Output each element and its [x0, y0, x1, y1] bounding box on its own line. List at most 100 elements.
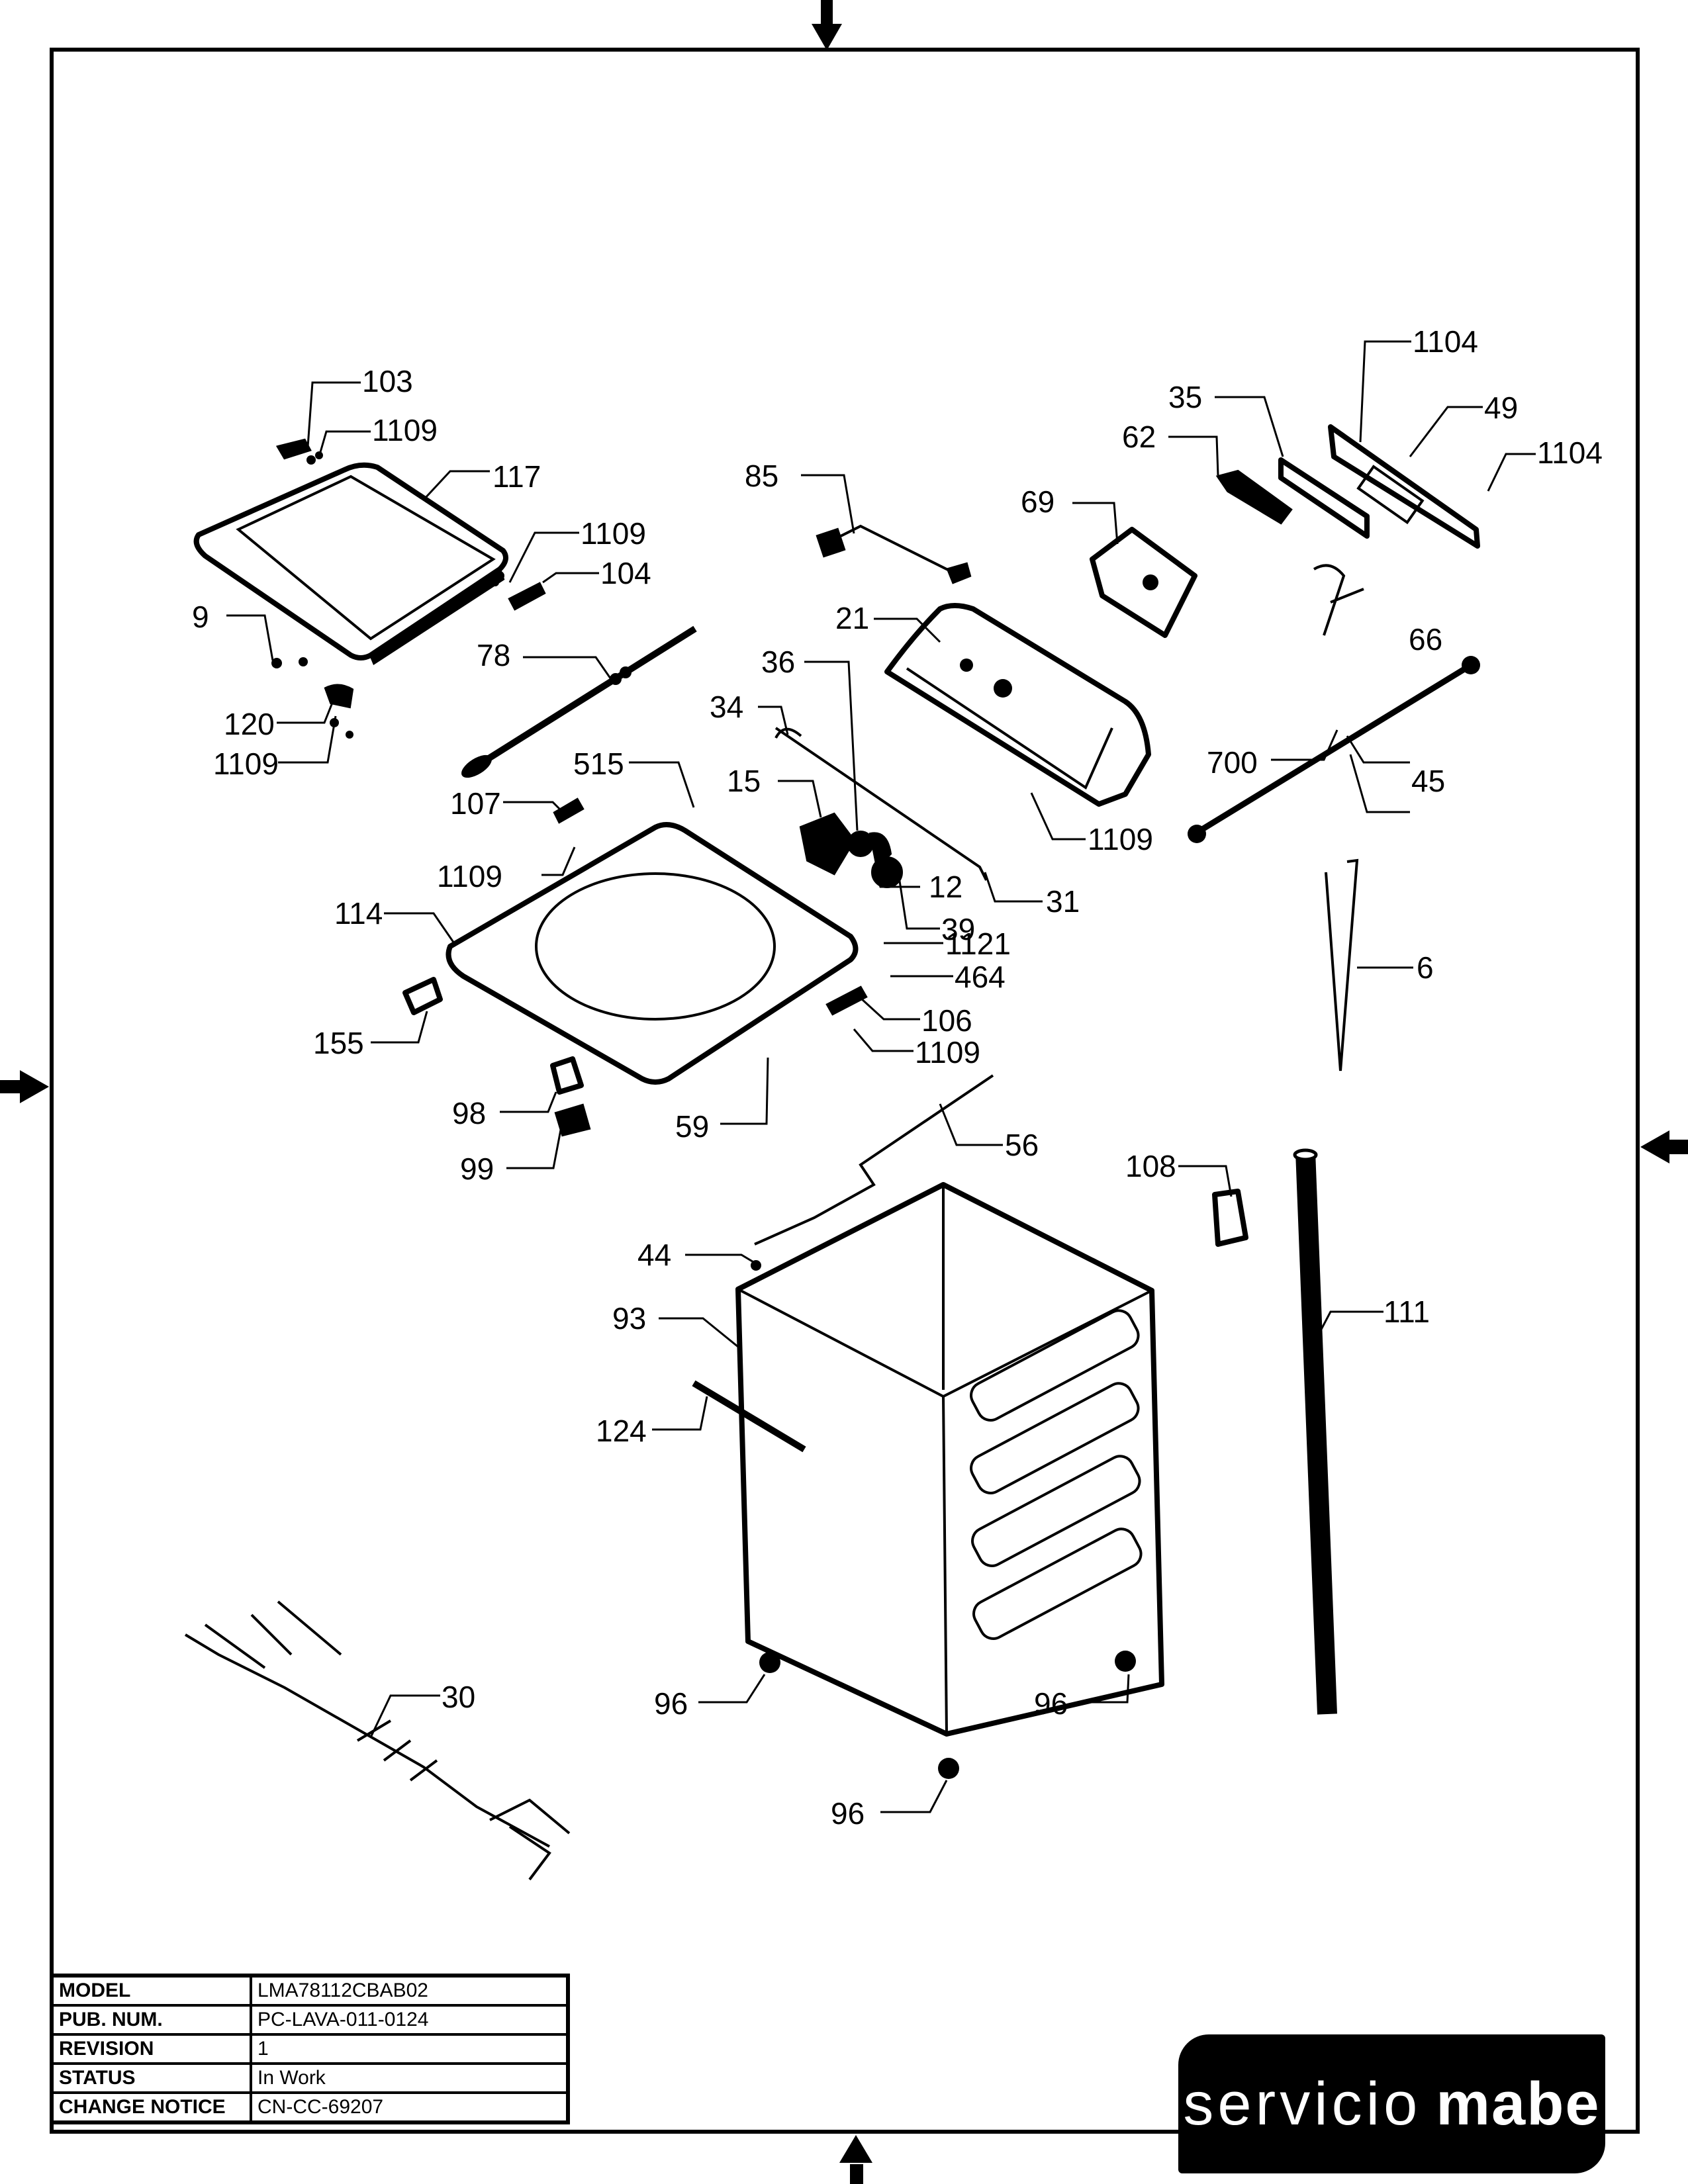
svg-text:15: 15: [727, 764, 761, 798]
callout-124[interactable]: 124: [596, 1396, 708, 1448]
callout-1109[interactable]: 1109: [853, 1028, 980, 1069]
callout-66[interactable]: 66: [1349, 622, 1442, 813]
callout-111[interactable]: 111: [1316, 1295, 1430, 1338]
part-rail-124: [692, 1380, 806, 1453]
callout-104[interactable]: 104: [542, 556, 651, 590]
callout-56[interactable]: 56: [939, 1103, 1039, 1162]
drawing-frame: [50, 48, 1640, 2134]
callout-96[interactable]: 96: [1034, 1674, 1130, 1721]
callout-1104[interactable]: 1104: [1359, 324, 1478, 443]
svg-text:108: 108: [1125, 1149, 1176, 1183]
svg-text:93: 93: [612, 1301, 646, 1336]
part-leveling-foot: [1115, 1651, 1136, 1672]
callout-155[interactable]: 155: [313, 1011, 428, 1060]
title-label: CHANGE NOTICE: [50, 2091, 252, 2124]
title-label: STATUS: [50, 2062, 252, 2094]
part-switch-106: [825, 985, 868, 1016]
callout-108[interactable]: 108: [1125, 1149, 1233, 1197]
callout-6[interactable]: 6: [1357, 950, 1434, 985]
callout-69[interactable]: 69: [1021, 484, 1119, 545]
title-value: In Work: [250, 2062, 569, 2094]
svg-text:6: 6: [1417, 950, 1434, 985]
callout-120[interactable]: 120: [224, 702, 334, 741]
callout-34[interactable]: 34: [710, 690, 789, 735]
part-control-console: [884, 603, 1151, 807]
title-row-model: MODEL LMA78112CBAB02: [50, 1974, 569, 2007]
svg-text:120: 120: [224, 707, 275, 741]
part-screws: [271, 451, 504, 739]
svg-text:99: 99: [460, 1152, 494, 1186]
callout-1109[interactable]: 1109: [318, 413, 438, 457]
callout-44[interactable]: 44: [637, 1238, 755, 1272]
callout-93[interactable]: 93: [612, 1301, 739, 1348]
callout-96[interactable]: 96: [654, 1674, 766, 1721]
part-valve-108: [1212, 1189, 1248, 1247]
title-value: LMA78112CBAB02: [250, 1974, 569, 2007]
svg-text:103: 103: [362, 364, 413, 398]
callout-35[interactable]: 35: [1168, 380, 1284, 457]
part-switch-62: [1215, 469, 1293, 525]
callout-85[interactable]: 85: [745, 459, 855, 534]
callout-21[interactable]: 21: [835, 601, 941, 643]
callout-62[interactable]: 62: [1122, 420, 1219, 476]
callout-117[interactable]: 117: [422, 459, 541, 501]
part-lid: [193, 462, 508, 665]
callout-78[interactable]: 78: [477, 638, 615, 684]
svg-text:1109: 1109: [372, 413, 438, 447]
callout-12[interactable]: 12: [872, 865, 962, 904]
svg-text:1109: 1109: [437, 859, 502, 893]
svg-text:111: 111: [1383, 1295, 1430, 1329]
callout-39[interactable]: 39: [896, 863, 975, 946]
part-cable-6: [1325, 858, 1359, 1071]
svg-text:1109: 1109: [581, 516, 646, 551]
callout-1109[interactable]: 1109: [1030, 792, 1153, 856]
svg-text:117: 117: [492, 459, 541, 494]
callout-45[interactable]: 45: [1346, 735, 1445, 798]
callout-9[interactable]: 9: [192, 600, 274, 661]
callout-49[interactable]: 49: [1409, 390, 1518, 457]
callout-98[interactable]: 98: [452, 1091, 557, 1130]
callout-99[interactable]: 99: [460, 1126, 563, 1186]
callout-1104[interactable]: 1104: [1487, 435, 1603, 492]
part-latch-107: [553, 797, 585, 824]
svg-text:96: 96: [654, 1686, 688, 1721]
svg-text:155: 155: [313, 1026, 364, 1060]
callout-31[interactable]: 31: [984, 872, 1080, 919]
svg-text:96: 96: [1034, 1686, 1068, 1721]
callout-464[interactable]: 464: [890, 960, 1006, 994]
callout-103[interactable]: 103: [306, 364, 413, 447]
callout-1109[interactable]: 1109: [437, 846, 576, 893]
callout-700[interactable]: 700: [1207, 729, 1338, 780]
svg-text:104: 104: [600, 556, 651, 590]
callout-30[interactable]: 30: [369, 1680, 475, 1738]
title-row-pub-num: PUB. NUM. PC-LAVA-011-0124: [50, 2004, 569, 2036]
svg-text:30: 30: [442, 1680, 475, 1714]
callout-114[interactable]: 114: [334, 896, 457, 946]
callout-96[interactable]: 96: [831, 1780, 948, 1831]
callout-1109[interactable]: 1109: [213, 715, 337, 781]
part-harness-56: [754, 1074, 994, 1246]
callout-107[interactable]: 107: [450, 786, 567, 821]
centering-arrow-left: [0, 1070, 49, 1103]
callout-1121[interactable]: 1121: [884, 927, 1011, 961]
svg-text:45: 45: [1411, 764, 1445, 798]
callout-59[interactable]: 59: [675, 1057, 769, 1144]
svg-text:44: 44: [637, 1238, 671, 1272]
callout-515[interactable]: 515: [573, 747, 695, 808]
callout-106[interactable]: 106: [859, 997, 972, 1038]
part-suspension-rod-78: [461, 625, 697, 778]
svg-text:1109: 1109: [1088, 822, 1153, 856]
part-valve-12: [868, 832, 892, 870]
callout-15[interactable]: 15: [727, 764, 822, 818]
callout-36[interactable]: 36: [761, 645, 859, 831]
part-hose-31: [774, 727, 988, 881]
callout-1109[interactable]: 1109: [508, 516, 646, 583]
title-row-change-notice: CHANGE NOTICE CN-CC-69207: [50, 2091, 569, 2124]
part-foot-98: [550, 1056, 584, 1095]
part-top-cover: [445, 822, 859, 1085]
svg-text:106: 106: [921, 1003, 972, 1038]
title-row-revision: REVISION 1: [50, 2033, 569, 2065]
centering-arrow-right: [1640, 1130, 1688, 1163]
svg-text:85: 85: [745, 459, 778, 493]
svg-text:31: 31: [1046, 884, 1080, 919]
